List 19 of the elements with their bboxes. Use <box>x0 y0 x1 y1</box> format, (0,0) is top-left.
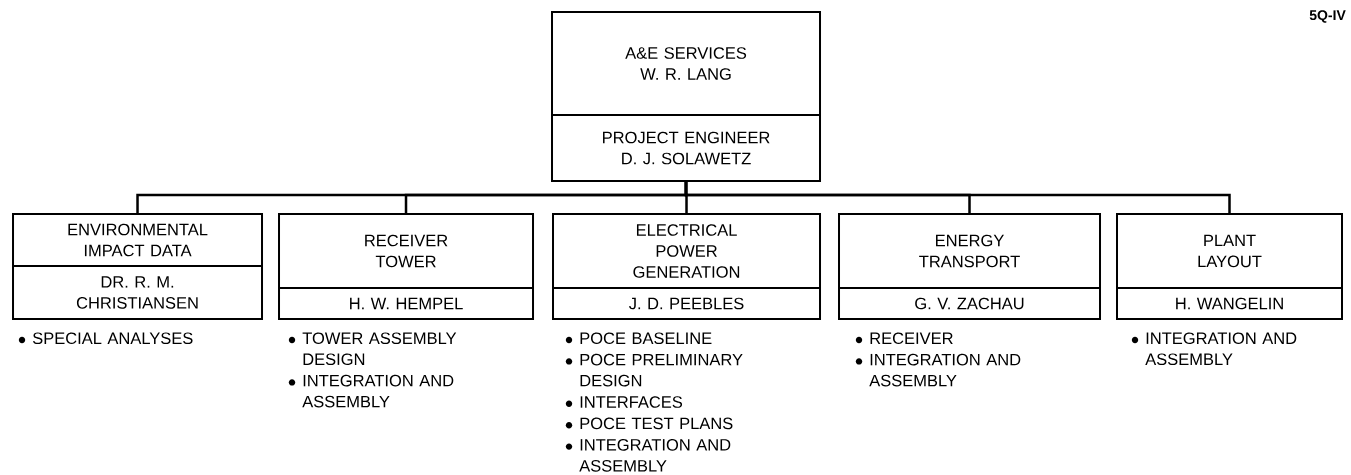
bullet-item: INTEGRATION AND ASSEMBLY <box>855 353 1021 387</box>
bullet-item: POCE BASELINE <box>565 332 712 345</box>
org-box: ENERGY TRANSPORT G. V. ZACHAU <box>838 213 1101 320</box>
org-box: PLANT LAYOUT H. WANGELIN <box>1116 213 1343 320</box>
bullet-item: RECEIVER <box>855 332 953 345</box>
org-box: ELECTRICAL POWER GENERATION J. D. PEEBLES <box>552 213 821 320</box>
org-box: A&E SERVICES W. R. LANG PROJECT ENGINEER D. J. SOLAWETZ <box>551 11 821 182</box>
bullet-item: INTERFACES <box>565 396 683 408</box>
org-box: ENVIRONMENTAL IMPACT DATA DR. R. M. CHRISTIANSEN <box>12 213 263 320</box>
bullet-item: INTEGRATION AND ASSEMBLY <box>565 438 731 472</box>
bullet-item: TOWER ASSEMBLY DESIGN <box>288 332 457 366</box>
org-box: RECEIVER TOWER H. W. HEMPEL <box>278 213 534 320</box>
bullet-item: INTEGRATION AND ASSEMBLY <box>288 374 454 408</box>
connector-line <box>684 182 1231 213</box>
bullet-item: POCE PRELIMINARY DESIGN <box>565 353 743 387</box>
sheet-number: 5Q-IV <box>1309 10 1346 23</box>
bullet-item: SPECIAL ANALYSES <box>18 332 193 345</box>
bullet-item: POCE TEST PLANS <box>565 417 733 430</box>
bullet-item: INTEGRATION AND ASSEMBLY <box>1131 332 1297 366</box>
